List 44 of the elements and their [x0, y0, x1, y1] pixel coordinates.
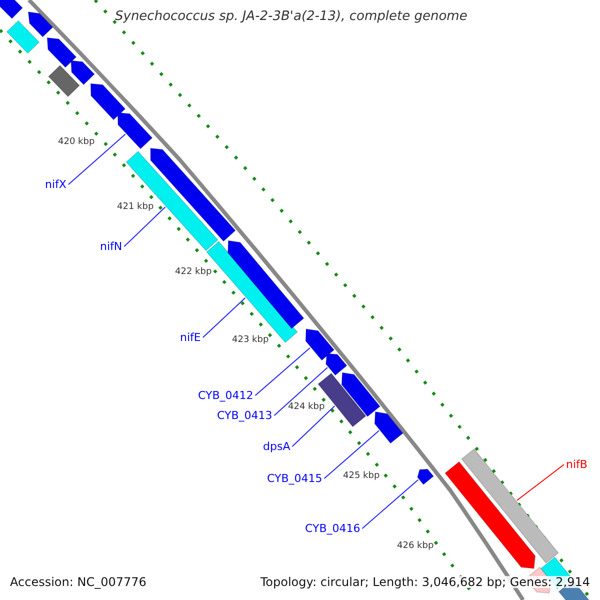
genome-info-text: Topology: circular; Length: 3,046,682 bp; Genes: 2,914 — [260, 576, 590, 588]
gene-feature — [0, 0, 24, 20]
gene-feature — [374, 411, 404, 444]
gene-label: dpsA — [263, 441, 290, 452]
gene-feature — [90, 83, 126, 120]
scale-label: 425 kbp — [343, 472, 380, 481]
gene-label: CYB_0415 — [267, 473, 322, 484]
gene-label: nifX — [45, 179, 66, 190]
leader-line — [124, 206, 166, 247]
gene-feature — [70, 60, 96, 86]
gene-label: nifE — [180, 332, 201, 343]
gene-feature — [325, 353, 348, 376]
gene-feature — [416, 468, 434, 486]
scale-label: 420 kbp — [58, 138, 95, 147]
gene-feature — [6, 20, 40, 54]
gene-label: CYB_0413 — [217, 410, 272, 421]
gene-label: nifB — [566, 459, 588, 470]
gene-feature — [117, 112, 153, 150]
scale-label: 422 kbp — [175, 268, 212, 277]
diagram-title: Synechococcus sp. JA-2-3B'a(2-13), complete genome — [115, 10, 468, 23]
scale-label: 426 kbp — [397, 542, 434, 551]
leader-line — [324, 430, 380, 479]
gene-label: nifN — [100, 241, 122, 252]
accession-text: Accession: NC_007776 — [10, 576, 146, 588]
leader-line — [516, 464, 564, 501]
gene-label: CYB_0416 — [305, 523, 360, 534]
gene-feature — [341, 372, 381, 418]
leader-line — [292, 405, 336, 447]
gene-feature — [48, 64, 80, 98]
gene-feature — [28, 11, 54, 38]
scale-label: 421 kbp — [117, 203, 154, 212]
gene-feature — [46, 37, 77, 68]
gene-label: CYB_0412 — [198, 390, 254, 401]
leader-line — [274, 366, 328, 416]
leader-line — [362, 479, 419, 529]
gene-feature — [305, 328, 335, 361]
scale-label: 423 kbp — [232, 336, 269, 345]
gene-feature — [444, 461, 536, 570]
leader-line — [68, 134, 126, 185]
leader-line — [254, 347, 311, 396]
gene-feature — [460, 448, 560, 564]
leader-line — [202, 297, 246, 338]
gene-feature — [227, 240, 304, 330]
scale-label: 424 kbp — [288, 403, 325, 412]
